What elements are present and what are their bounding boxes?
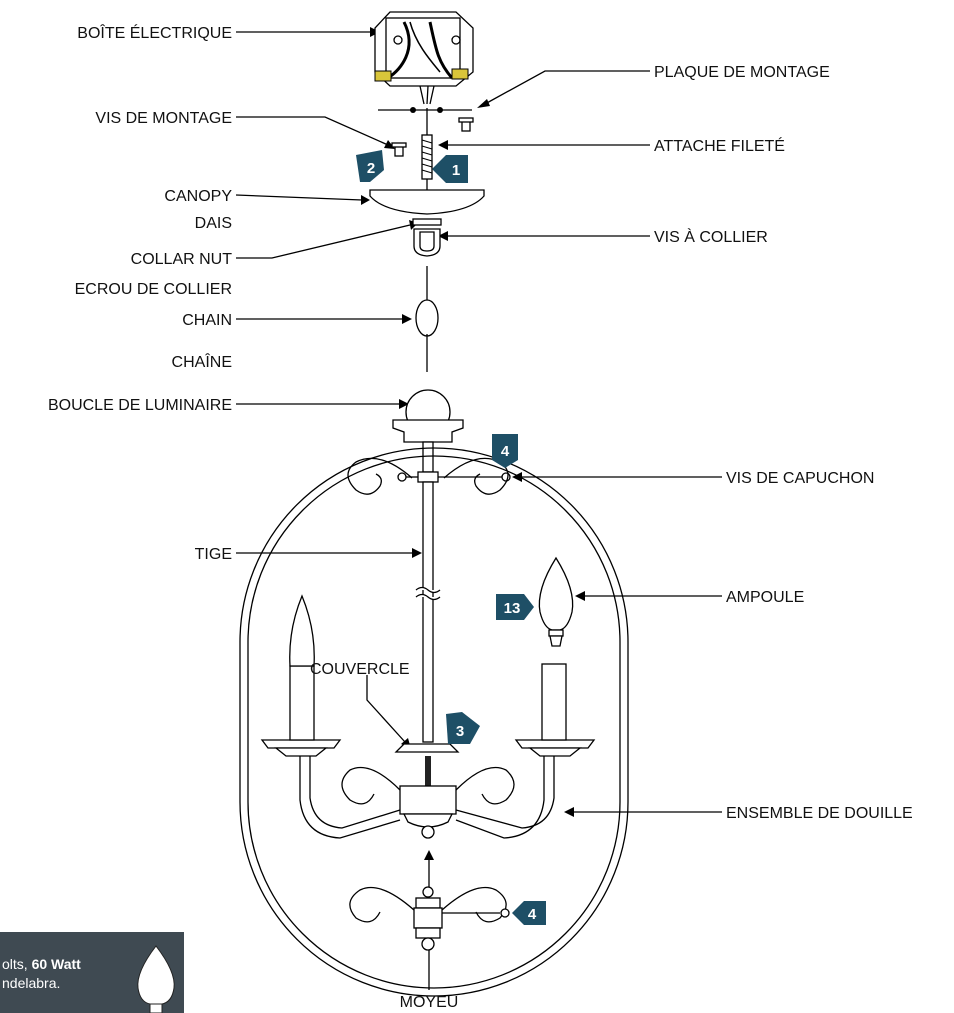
scrolls <box>341 457 515 923</box>
note-line-2: ndelabra. <box>2 975 60 991</box>
hub <box>413 886 510 951</box>
socket-assembly <box>260 594 596 839</box>
label-canopy-fr: DAIS <box>195 215 232 232</box>
label-canopy: CANOPY <box>164 188 232 205</box>
note-bulb-icon <box>137 945 175 1013</box>
label-electrical-box: BOÎTE ÉLECTRIQUE <box>77 23 232 42</box>
label-mounting-screw: VIS DE MONTAGE <box>95 110 232 127</box>
label-chain: CHAIN <box>182 312 232 329</box>
svg-text:2: 2 <box>367 160 375 177</box>
svg-text:1: 1 <box>452 162 460 179</box>
collar-nut <box>412 218 442 257</box>
svg-text:3: 3 <box>456 723 464 740</box>
threaded-rod <box>421 108 433 190</box>
note-line-1: olts, 60 Watt <box>2 956 81 972</box>
step-badge-13: 13 <box>496 594 534 620</box>
svg-text:4: 4 <box>528 906 537 923</box>
bulb-note-box: olts, 60 Watt ndelabra. <box>0 932 184 1013</box>
step-badge-4-top: 4 <box>492 434 518 468</box>
outer-frame <box>239 447 629 997</box>
bulb <box>538 556 574 647</box>
label-collar-nut: COLLAR NUT <box>131 251 233 268</box>
label-threaded-rod: ATTACHE FILETÉ <box>654 136 785 155</box>
step-badge-1: 1 <box>432 155 468 183</box>
leader-lines <box>235 27 722 990</box>
mounting-screws <box>391 117 474 157</box>
label-collar-nut-fr: ECROU DE COLLIER <box>75 281 232 298</box>
label-collar-screw: VIS À COLLIER <box>654 227 768 246</box>
label-mounting-plate: PLAQUE DE MONTAGE <box>654 64 830 81</box>
label-bulb: AMPOULE <box>726 589 804 606</box>
label-socket-assembly: ENSEMBLE DE DOUILLE <box>726 805 913 822</box>
label-fixture-loop: BOUCLE DE LUMINAIRE <box>48 397 232 414</box>
label-stem: TIGE <box>195 546 232 563</box>
electrical-box <box>374 11 474 105</box>
svg-text:4: 4 <box>501 443 510 460</box>
step-badge-2: 2 <box>356 150 384 182</box>
chain <box>415 266 439 372</box>
step-badge-4-bottom: 4 <box>512 901 546 925</box>
label-chain-fr: CHAÎNE <box>172 352 232 371</box>
label-cover: COUVERCLE <box>310 661 410 678</box>
canopy <box>369 189 485 215</box>
center-body <box>394 743 460 839</box>
label-hub: MOYEU <box>400 994 459 1011</box>
label-cap-screw: VIS DE CAPUCHON <box>726 470 874 487</box>
fixture-top <box>392 389 511 743</box>
mounting-plate <box>378 107 472 113</box>
svg-text:13: 13 <box>504 600 521 617</box>
step-badge-3: 3 <box>446 712 480 744</box>
